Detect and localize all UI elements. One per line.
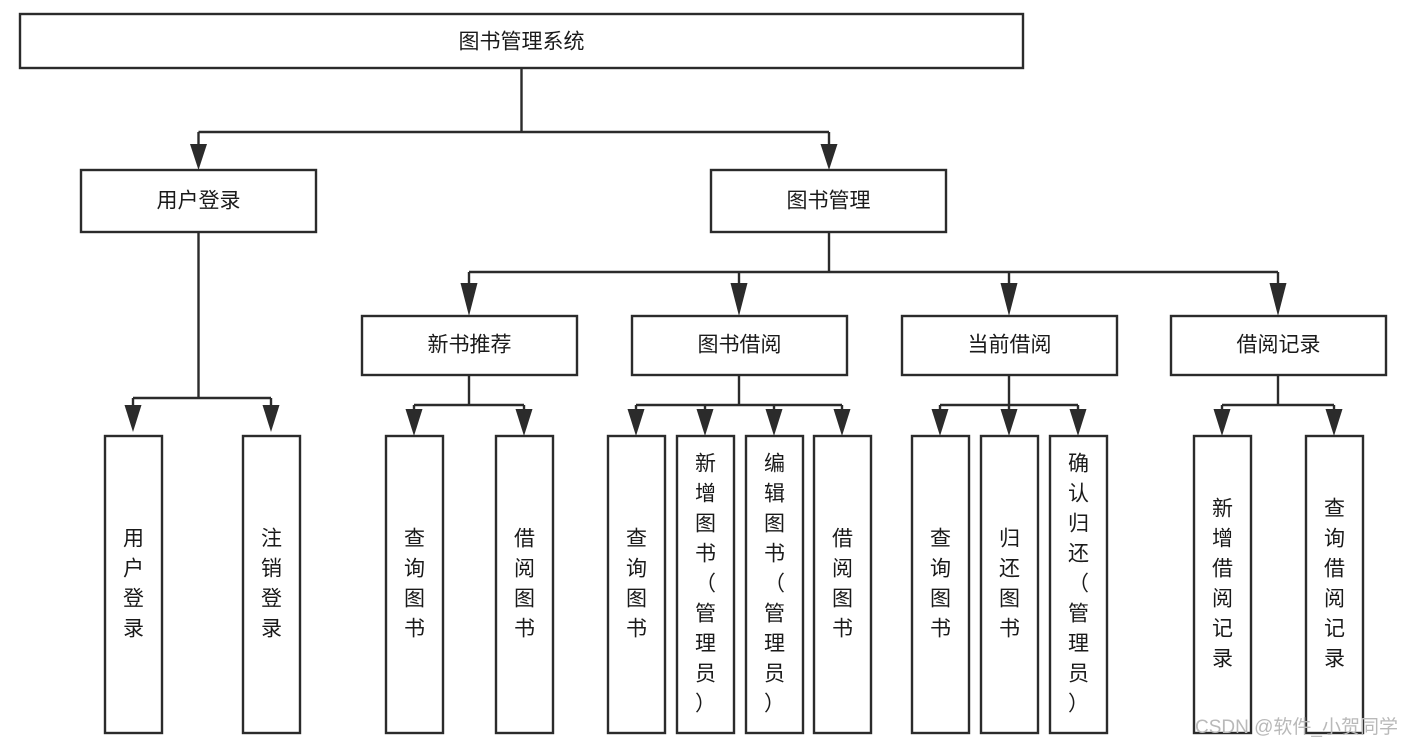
node-leaf-query-book-2-label: 查询图书 <box>626 528 647 641</box>
node-user-login-label: 用户登录 <box>157 190 241 213</box>
node-root[interactable]: 图书管理系统 <box>18 12 1025 70</box>
arrow-head-book-borrow <box>730 283 748 316</box>
arrow-head-leaf-query-book-3 <box>931 409 949 436</box>
node-book-manage-box[interactable] <box>709 168 948 234</box>
arrow-head-leaf-borrow-book-2 <box>833 409 851 436</box>
node-book-manage[interactable]: 图书管理 <box>709 168 948 234</box>
node-borrow-record-box[interactable] <box>1169 314 1388 377</box>
node-leaf-confirm-return-box[interactable] <box>1048 434 1109 735</box>
node-leaf-query-record[interactable]: 查询借阅记录 <box>1304 434 1365 735</box>
node-leaf-return-book-label: 归还图书 <box>999 528 1020 641</box>
node-leaf-user-login-box[interactable] <box>103 434 164 735</box>
arrow-head-leaf-return-book <box>1000 409 1018 436</box>
node-leaf-add-record-label: 新增借阅记录 <box>1212 498 1233 671</box>
node-new-book-recommend[interactable]: 新书推荐 <box>360 314 579 377</box>
node-leaf-logout-box[interactable] <box>241 434 302 735</box>
arrow-head-leaf-add-book <box>696 409 714 436</box>
arrow-head-new-book-recommend <box>460 283 478 316</box>
arrow-head-book-manage <box>820 144 838 170</box>
node-leaf-query-book-1[interactable]: 查询图书 <box>384 434 445 735</box>
node-leaf-add-book-label: 新增图书（管理员） <box>695 453 716 716</box>
node-current-borrow[interactable]: 当前借阅 <box>900 314 1119 377</box>
node-leaf-query-book-1-box[interactable] <box>384 434 445 735</box>
node-leaf-borrow-book-2-box[interactable] <box>812 434 873 735</box>
node-leaf-user-login[interactable]: 用户登录 <box>103 434 164 735</box>
arrow-head-leaf-user-login <box>124 405 142 432</box>
node-leaf-return-book-box[interactable] <box>979 434 1040 735</box>
node-leaf-add-record-box[interactable] <box>1192 434 1253 735</box>
node-borrow-record-label: 借阅记录 <box>1237 334 1321 357</box>
node-leaf-query-book-3[interactable]: 查询图书 <box>910 434 971 735</box>
node-leaf-query-book-3-label: 查询图书 <box>930 528 951 641</box>
node-borrow-record[interactable]: 借阅记录 <box>1169 314 1388 377</box>
node-user-login[interactable]: 用户登录 <box>79 168 318 234</box>
node-current-borrow-label: 当前借阅 <box>968 334 1052 357</box>
arrow-head-leaf-query-book-1 <box>405 409 423 436</box>
node-book-borrow-label: 图书借阅 <box>698 334 782 357</box>
node-leaf-borrow-book-1[interactable]: 借阅图书 <box>494 434 555 735</box>
node-leaf-add-record[interactable]: 新增借阅记录 <box>1192 434 1253 735</box>
node-leaf-edit-book-label: 编辑图书（管理员） <box>764 453 785 716</box>
arrow-head-leaf-logout <box>262 405 280 432</box>
node-leaf-edit-book[interactable]: 编辑图书（管理员） <box>744 434 805 735</box>
node-leaf-confirm-return-label: 确认归还（管理员） <box>1068 453 1089 716</box>
node-leaf-confirm-return[interactable]: 确认归还（管理员） <box>1048 434 1109 735</box>
node-leaf-query-record-label: 查询借阅记录 <box>1324 498 1345 671</box>
arrow-head-leaf-confirm-return <box>1069 409 1087 436</box>
node-book-manage-label: 图书管理 <box>787 190 871 213</box>
node-book-borrow-box[interactable] <box>630 314 849 377</box>
arrow-head-borrow-record <box>1269 283 1287 316</box>
node-book-borrow[interactable]: 图书借阅 <box>630 314 849 377</box>
node-leaf-query-book-2-box[interactable] <box>606 434 667 735</box>
node-leaf-add-book[interactable]: 新增图书（管理员） <box>675 434 736 735</box>
arrow-head-leaf-query-book-2 <box>627 409 645 436</box>
node-leaf-logout-label: 注销登录 <box>261 528 282 641</box>
csdn-watermark: CSDN @软件_小贺同学 <box>1195 716 1398 738</box>
arrow-head-user-login <box>190 144 207 170</box>
node-leaf-add-book-box[interactable] <box>675 434 736 735</box>
connector-group <box>124 68 1343 436</box>
node-leaf-query-book-3-box[interactable] <box>910 434 971 735</box>
node-leaf-borrow-book-2[interactable]: 借阅图书 <box>812 434 873 735</box>
node-leaf-query-book-2[interactable]: 查询图书 <box>606 434 667 735</box>
node-leaf-edit-book-box[interactable] <box>744 434 805 735</box>
node-new-book-recommend-label: 新书推荐 <box>428 334 512 357</box>
node-leaf-logout[interactable]: 注销登录 <box>241 434 302 735</box>
node-leaf-borrow-book-1-label: 借阅图书 <box>514 528 535 641</box>
node-leaf-borrow-book-1-box[interactable] <box>494 434 555 735</box>
arrow-head-current-borrow <box>1000 283 1018 316</box>
arrow-head-leaf-add-record <box>1213 409 1231 436</box>
leaf-node-group: 用户登录 注销登录 查询图书 借阅图书 查询图书 新增图书（管理员） <box>103 434 1365 735</box>
node-leaf-user-login-label: 用户登录 <box>123 528 144 641</box>
node-user-login-box[interactable] <box>79 168 318 234</box>
arrow-head-leaf-query-record <box>1325 409 1343 436</box>
node-root-box[interactable] <box>18 12 1025 70</box>
node-new-book-recommend-box[interactable] <box>360 314 579 377</box>
node-leaf-query-record-box[interactable] <box>1304 434 1365 735</box>
arrow-head-leaf-edit-book <box>765 409 783 436</box>
node-leaf-borrow-book-2-label: 借阅图书 <box>832 528 853 641</box>
arrow-head-leaf-borrow-book-1 <box>515 409 533 436</box>
node-leaf-query-book-1-label: 查询图书 <box>404 528 425 641</box>
node-leaf-return-book[interactable]: 归还图书 <box>979 434 1040 735</box>
node-root-label: 图书管理系统 <box>459 31 585 54</box>
node-current-borrow-box[interactable] <box>900 314 1119 377</box>
